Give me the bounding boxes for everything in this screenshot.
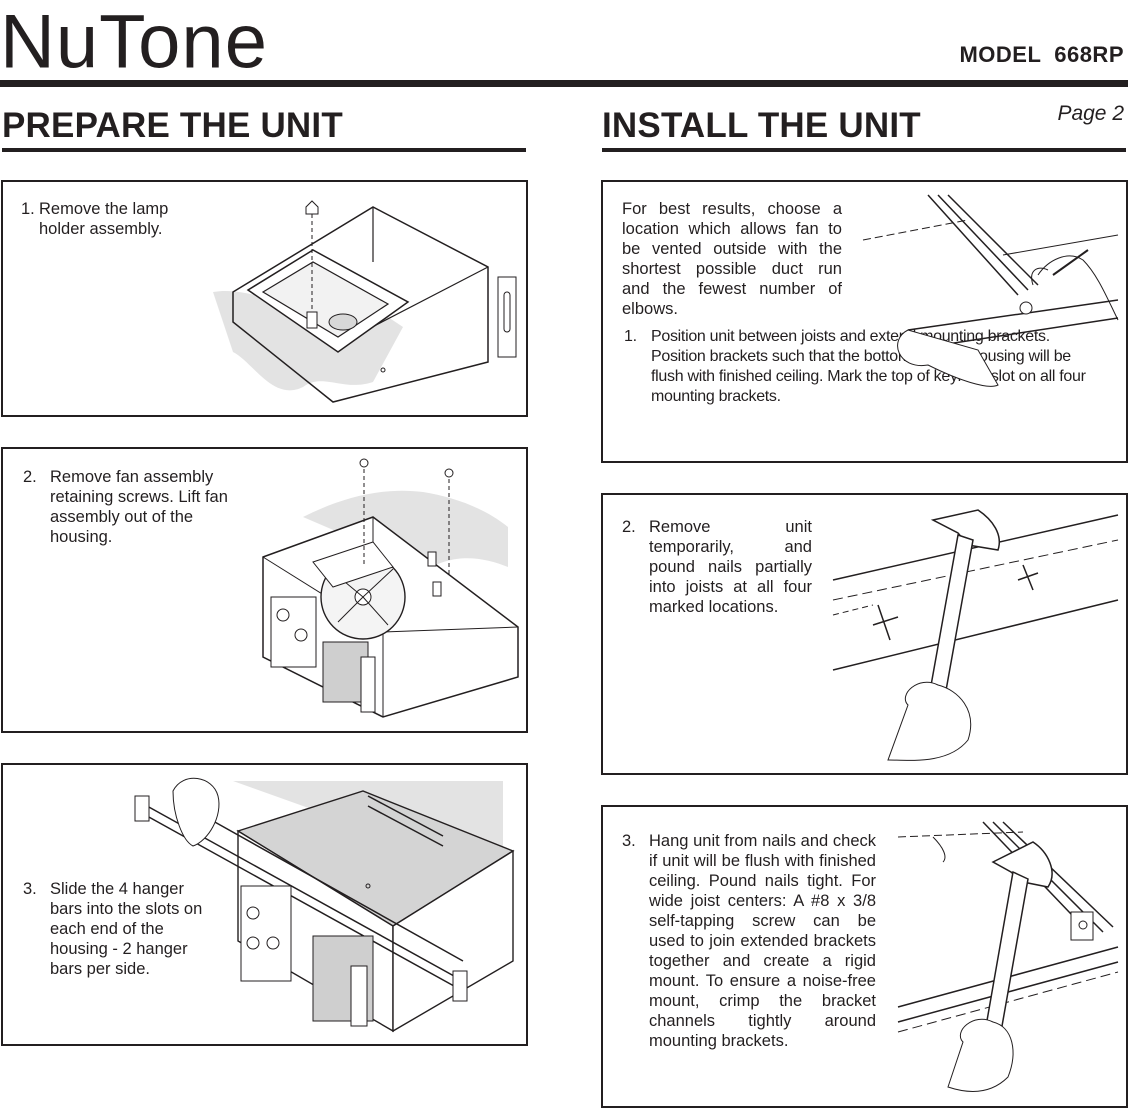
hang-unit-illustration [897, 821, 1119, 1092]
install-step-3: 3. Hang unit from nails and check if uni… [622, 831, 876, 1051]
step-number: 1. [21, 200, 35, 218]
prepare-step-1-panel: 1. Remove the lamp holder assembly. [1, 180, 528, 417]
step-number: 2. [23, 468, 37, 486]
step-text: Remove the lamp holder assembly. [39, 200, 169, 238]
step-number: 3. [622, 832, 636, 850]
install-step-3-panel: 3. Hang unit from nails and check if uni… [601, 805, 1128, 1108]
pound-nails-illustration [832, 509, 1119, 761]
prepare-step-3: 3. Slide the 4 hanger bars into the slot… [23, 879, 213, 979]
install-step-2: 2. Remove unit temporarily, and pound na… [622, 517, 812, 617]
model-number: MODEL 668RP [959, 42, 1124, 67]
prepare-title-rule [2, 148, 526, 152]
lamp-holder-illustration [213, 200, 517, 403]
position-unit-illustration [862, 194, 1119, 387]
step-text: Hang unit from nails and check if unit w… [649, 832, 876, 1050]
install-title-rule [602, 148, 1126, 152]
step-number: 1. [624, 328, 637, 345]
install-step-1-panel: For best results, choose a location whic… [601, 180, 1128, 463]
step-number: 3. [23, 880, 37, 898]
brand-name: NuTone [0, 0, 268, 85]
step-number: 2. [622, 518, 636, 536]
prepare-step-1: 1. Remove the lamp holder assembly. [21, 199, 201, 239]
step-text: Remove fan assembly retaining screws. Li… [50, 468, 228, 546]
step-text: Remove unit temporarily, and pound nails… [649, 518, 812, 616]
prepare-step-2-panel: 2. Remove fan assembly retaining screws.… [1, 447, 528, 733]
nutone-logo: NuTone® [0, 0, 278, 80]
fan-removal-illustration [262, 458, 519, 718]
prepare-step-3-panel: 3. Slide the 4 hanger bars into the slot… [1, 763, 528, 1046]
prepare-title: PREPARE THE UNIT [2, 106, 343, 145]
install-intro: For best results, choose a location whic… [622, 200, 842, 318]
install-step-2-panel: 2. Remove unit temporarily, and pound na… [601, 493, 1128, 775]
hanger-bars-illustration [134, 777, 515, 1033]
install-title: INSTALL THE UNIT [602, 106, 921, 145]
prepare-step-2: 2. Remove fan assembly retaining screws.… [23, 467, 245, 547]
header-rule [0, 80, 1128, 87]
page-number: Page 2 [1057, 102, 1124, 125]
step-text: Slide the 4 hanger bars into the slots o… [50, 880, 203, 978]
